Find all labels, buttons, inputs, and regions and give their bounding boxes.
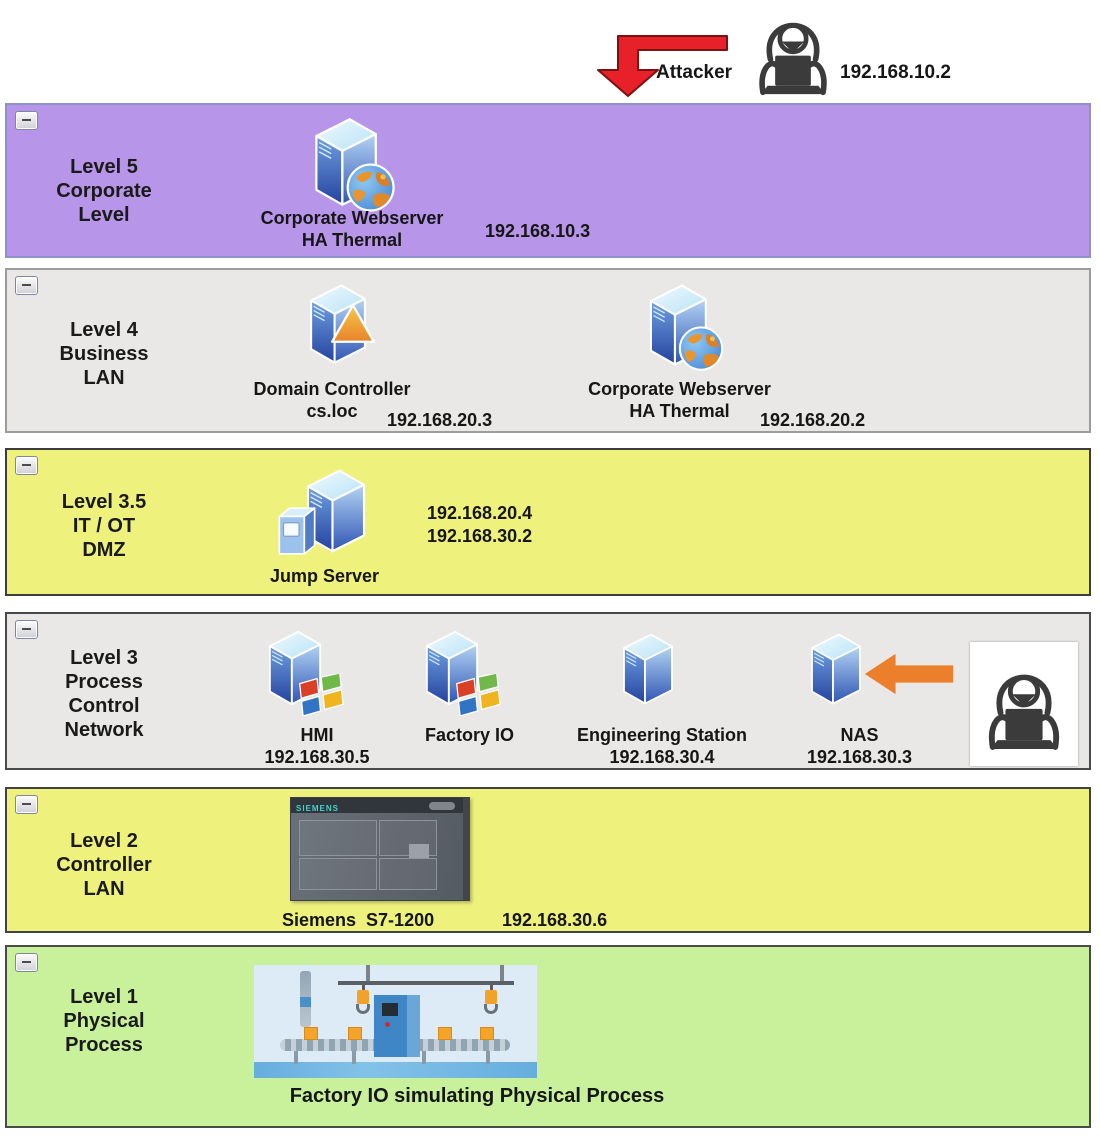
- attack-arrow-left-icon: [864, 653, 954, 695]
- overhead-rail: [338, 981, 514, 985]
- corporate-webserver-label: Corporate Webserver HA Thermal: [260, 208, 444, 250]
- corporate-webserver-ip: 192.168.10.3: [485, 221, 591, 241]
- level3-title: Level 3 Process Control Network: [64, 647, 144, 741]
- domain-controller-label: Domain Controller cs.loc: [253, 379, 411, 421]
- robot-arm: [300, 971, 311, 1027]
- engineering-station-label: Engineering Station 192.168.30.4: [576, 725, 747, 767]
- rail-post: [500, 965, 504, 981]
- level5-title: Level 5 Corporate Level: [56, 156, 152, 226]
- gripper-robot: [354, 983, 372, 1017]
- factory-floor: [254, 1062, 537, 1078]
- gripper-robot: [482, 983, 500, 1017]
- domain-controller-icon[interactable]: [300, 277, 384, 373]
- level5-corporate-band: Level 5 Corporate Level Corporate Webser…: [5, 103, 1091, 258]
- pallet-box: [438, 1027, 452, 1040]
- plc-port: [429, 802, 455, 810]
- corporate-webserver-icon[interactable]: [637, 277, 727, 373]
- corporate-webserver-icon[interactable]: [302, 110, 398, 214]
- engineering-station-icon[interactable]: [615, 627, 681, 713]
- nas-label: NAS 192.168.30.3: [806, 725, 913, 767]
- factory-io-caption: Factory IO simulating Physical Process: [289, 1085, 665, 1107]
- collapse-icon[interactable]: [15, 276, 38, 295]
- attacker-box: [970, 642, 1078, 766]
- plc-panel: [379, 858, 437, 890]
- level4-business-band: Level 4 Business LAN Domain Controller c…: [5, 268, 1091, 433]
- pallet-box: [304, 1027, 318, 1040]
- collapse-icon[interactable]: [15, 620, 38, 639]
- collapse-icon[interactable]: [15, 795, 38, 814]
- attack-path-arrow-down-icon: [597, 35, 728, 97]
- siemens-s7-1200-plc[interactable]: SIEMENS: [290, 797, 470, 901]
- plc-name: Siemens S7-1200: [282, 910, 435, 930]
- collapse-icon[interactable]: [15, 953, 38, 972]
- attacker-icon: [980, 650, 1068, 756]
- corporate-webserver-ip: 192.168.20.2: [760, 410, 866, 430]
- plc-panel: [299, 820, 377, 856]
- level4-title: Level 4 Business LAN: [59, 319, 149, 389]
- cabinet-screen: [382, 1003, 398, 1016]
- plc-chip: [409, 844, 429, 858]
- rail-post: [366, 965, 370, 981]
- factory-io-icon[interactable]: [417, 624, 505, 718]
- level2-title: Level 2 Controller LAN: [56, 830, 152, 900]
- conveyor-leg: [352, 1051, 356, 1064]
- siemens-logo: SIEMENS: [296, 804, 340, 813]
- jump-server-icon[interactable]: [275, 462, 375, 562]
- attacker-label: Attacker: [656, 62, 733, 83]
- factory-io-label: Factory IO: [424, 725, 515, 745]
- level1-title: Level 1 Physical Process: [63, 986, 145, 1056]
- conveyor-leg: [422, 1051, 426, 1064]
- attacker-ip: 192.168.10.2: [840, 62, 951, 83]
- conveyor-leg: [486, 1051, 490, 1064]
- hmi-label: HMI 192.168.30.5: [264, 725, 370, 767]
- plc-panel: [299, 858, 377, 890]
- pallet-box: [480, 1027, 494, 1040]
- control-cabinet: [374, 995, 420, 1057]
- attacker-icon: [748, 3, 838, 97]
- cabinet-red-button: [385, 1022, 390, 1027]
- jump-server-ip-1: 192.168.20.4: [427, 503, 533, 523]
- pallet-box: [348, 1027, 362, 1040]
- jump-server-label: Jump Server: [269, 566, 380, 586]
- level2-controller-band: Level 2 Controller LAN SIEMENS Siemens S…: [5, 787, 1091, 933]
- level35-dmz-band: Level 3.5 IT / OT DMZ Jump Server 192.16…: [5, 448, 1091, 596]
- level1-physical-band: Level 1 Physical Process: [5, 945, 1091, 1128]
- level3-process-control-band: Level 3 Process Control Network HMI 192.…: [5, 612, 1091, 770]
- plc-top-strip: SIEMENS: [291, 798, 463, 813]
- collapse-icon[interactable]: [15, 111, 38, 130]
- jump-server-ip-2: 192.168.30.2: [427, 526, 533, 546]
- collapse-icon[interactable]: [15, 456, 38, 475]
- hmi-icon[interactable]: [260, 624, 348, 718]
- corporate-webserver-label: Corporate Webserver HA Thermal: [588, 379, 771, 421]
- factory-io-scene[interactable]: [254, 965, 537, 1078]
- domain-controller-ip: 192.168.20.3: [387, 410, 493, 430]
- conveyor-leg: [294, 1051, 298, 1064]
- plc-ip: 192.168.30.6: [502, 910, 608, 930]
- level35-title: Level 3.5 IT / OT DMZ: [61, 491, 147, 561]
